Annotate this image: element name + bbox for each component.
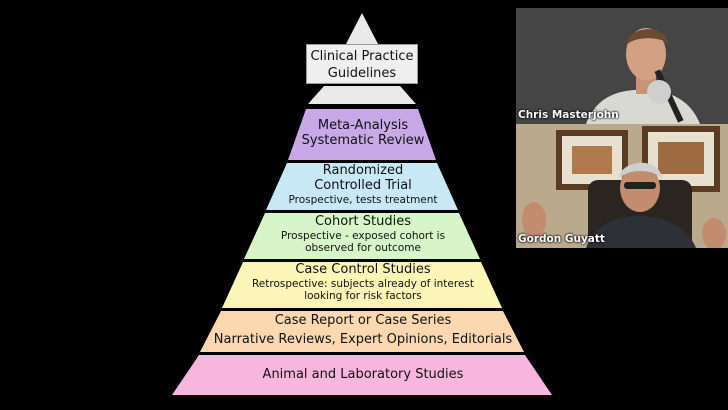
tier-label: Controlled Trial <box>314 177 412 193</box>
video-feed-chris <box>516 8 728 124</box>
video-tile-chris[interactable]: Chris Masterjohn <box>516 8 728 124</box>
tier-sublabel: Prospective - exposed cohort is <box>280 229 446 242</box>
guidelines-line2: Guidelines <box>327 66 397 81</box>
tier-case-report: Case Report or Case Series Narrative Rev… <box>160 313 566 348</box>
tier-animal-lab: Animal and Laboratory Studies <box>160 367 566 383</box>
tier-cohort: Cohort Studies Prospective - exposed coh… <box>160 214 566 254</box>
tier-sublabel: Prospective, tests treatment <box>288 193 438 206</box>
tier-label: Randomized <box>322 163 404 178</box>
video-tile-gordon[interactable]: Gordon Guyatt <box>516 124 728 248</box>
tier-rct: Randomized Controlled Trial Prospective,… <box>160 163 566 206</box>
tier-label: Narrative Reviews, Expert Opinions, Edit… <box>213 331 513 347</box>
tier-case-control-shape <box>222 262 502 308</box>
pyramid-apex <box>346 13 378 44</box>
participant-name: Gordon Guyatt <box>518 233 605 245</box>
tier-meta-analysis: Meta-Analysis Systematic Review <box>160 118 566 149</box>
tier-case-report-shape <box>200 311 524 352</box>
tier-label: Case Report or Case Series <box>274 313 452 328</box>
pyramid-guidelines-band <box>308 86 416 104</box>
tier-sublabel: Retrospective: subjects already of inter… <box>251 277 475 290</box>
tier-label: Meta-Analysis <box>317 118 409 133</box>
tier-sublabel: looking for risk factors <box>304 290 422 302</box>
tier-label: Systematic Review <box>301 132 425 148</box>
video-feed-gordon <box>516 124 728 248</box>
clinical-practice-guidelines-box: Clinical Practice Guidelines <box>306 44 418 84</box>
tier-rct-shape <box>266 163 458 210</box>
tier-cohort-shape <box>244 213 480 259</box>
tier-meta-analysis-shape <box>288 109 436 160</box>
tier-label: Animal and Laboratory Studies <box>262 367 464 382</box>
tier-label: Cohort Studies <box>314 214 412 229</box>
tier-sublabel: observed for outcome <box>305 242 421 254</box>
tier-label: Case Control Studies <box>295 262 431 277</box>
tier-case-control: Case Control Studies Retrospective: subj… <box>160 262 566 302</box>
guidelines-line1: Clinical Practice <box>310 49 414 64</box>
participant-name: Chris Masterjohn <box>518 109 619 121</box>
tier-animal-lab-shape <box>172 355 552 395</box>
